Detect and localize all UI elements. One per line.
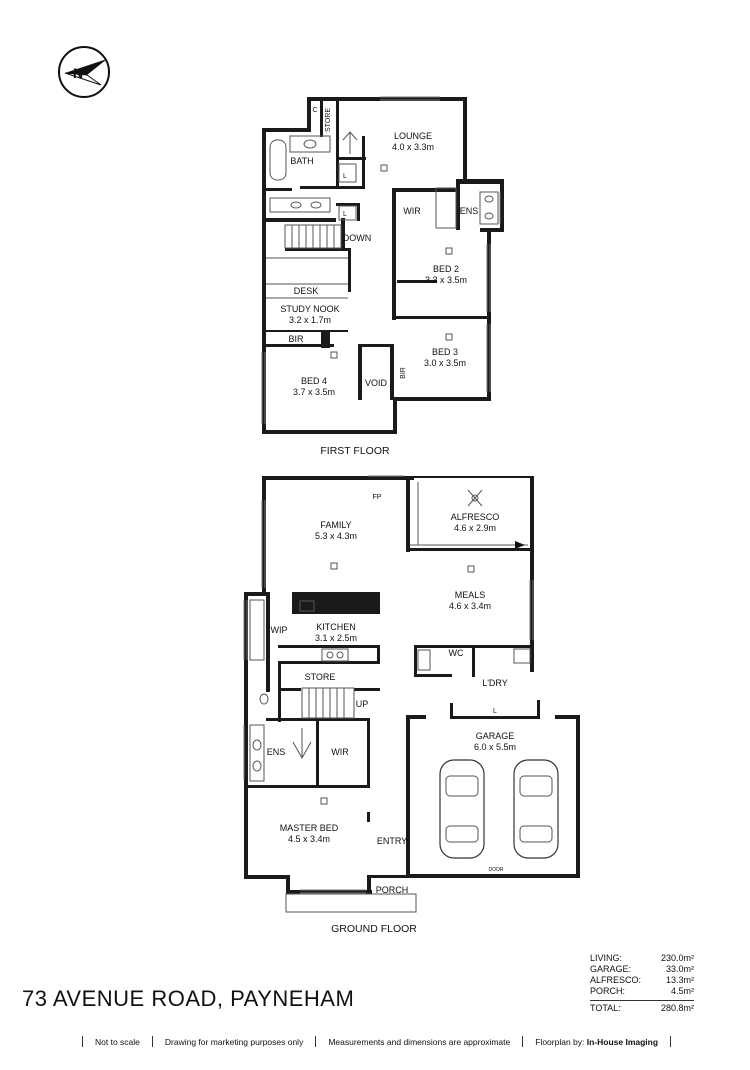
bir-bed4-label: BIR [288, 334, 304, 344]
ground-floor-windows [243, 475, 534, 913]
footer-divider [151, 1036, 153, 1047]
cupboard-label: C [312, 107, 317, 114]
desk-label: DESK [294, 286, 319, 296]
wir-ground-label: WIR [331, 747, 349, 757]
bed3-label: BED 3 [432, 347, 458, 357]
first-floor-fixtures [269, 131, 499, 229]
floorplan-by-label: Floorplan by: [535, 1036, 585, 1047]
north-compass-icon: N [58, 46, 110, 98]
family-dimensions: 5.3 x 4.3m [315, 531, 357, 541]
fireplace-label: FP [373, 494, 382, 501]
ens-first-label: ENS [460, 206, 479, 216]
lounge-label: LOUNGE [394, 131, 432, 141]
footer-divider [522, 1036, 524, 1047]
linen-label-top: L [343, 173, 347, 180]
garage-car-right-icon [513, 759, 559, 859]
first-floor-title: FIRST FLOOR [320, 445, 390, 457]
ens-ground-label: ENS [267, 747, 286, 757]
area-row-porch: PORCH:4.5m² [590, 986, 694, 996]
bed3-dimensions: 3.0 x 3.5m [424, 358, 466, 368]
company-name: In-House Imaging [586, 1036, 659, 1047]
up-label: UP [356, 699, 369, 709]
kitchen-label: KITCHEN [316, 622, 356, 632]
footer-divider [315, 1036, 317, 1047]
first-floor-stairs [266, 224, 348, 299]
bed2-label: BED 2 [433, 264, 459, 274]
meals-label: MEALS [455, 590, 486, 600]
down-label: DOWN [343, 233, 372, 243]
floorplan-credit: Floorplan by: In-House Imaging [523, 1037, 670, 1047]
first-floor-light-markers [330, 164, 453, 359]
area-schedule: LIVING:230.0m² GARAGE:33.0m² ALFRESCO:13… [590, 953, 694, 1014]
alfresco-label: ALFRESCO [451, 512, 500, 522]
first-floor-plan: LOUNGE 4.0 x 3.3m BATH STORE C L L WIR E… [261, 96, 504, 457]
wc-label: WC [449, 648, 464, 658]
area-row-living: LIVING:230.0m² [590, 953, 694, 963]
ground-floor-fixtures [249, 489, 531, 782]
porch-label: PORCH [376, 885, 409, 895]
alfresco-area [410, 482, 528, 549]
laundry-linen-label: L [493, 708, 497, 715]
store-first-label: STORE [325, 108, 332, 132]
bed4-dimensions: 3.7 x 3.5m [293, 387, 335, 397]
kitchen-dimensions: 3.1 x 2.5m [315, 633, 357, 643]
laundry-label: L'DRY [482, 678, 508, 688]
linen-label-bottom: L [343, 211, 347, 218]
garage-door-label: DOOR [489, 867, 504, 873]
area-row-garage: GARAGE:33.0m² [590, 964, 694, 974]
ground-floor-plan: FP FAMILY 5.3 x 4.3m ALFRESCO 4.6 x 2.9m… [243, 475, 580, 935]
alfresco-dimensions: 4.6 x 2.9m [454, 523, 496, 533]
master-bed-label: MASTER BED [280, 823, 339, 833]
property-address: 73 AVENUE ROAD, PAYNEHAM [22, 986, 355, 1011]
entry-label: ENTRY [377, 836, 407, 846]
master-bed-dimensions: 4.5 x 3.4m [288, 834, 330, 844]
study-dimensions: 3.2 x 1.7m [289, 315, 331, 325]
meals-dimensions: 4.6 x 3.4m [449, 601, 491, 611]
garage-label: GARAGE [476, 731, 515, 741]
wir-first-label: WIR [403, 206, 421, 216]
ground-floor-light-markers [320, 562, 475, 805]
marketing-note: Drawing for marketing purposes only [164, 1036, 304, 1047]
footer-divider [670, 1036, 672, 1047]
first-floor-windows [261, 96, 501, 424]
wip-label: WIP [271, 625, 288, 635]
area-row-alfresco: ALFRESCO:13.3m² [590, 975, 694, 985]
disclaimer-footer: Not to scale Drawing for marketing purpo… [82, 1036, 682, 1047]
store-ground-label: STORE [305, 672, 336, 682]
approximate-note: Measurements and dimensions are approxim… [328, 1036, 511, 1047]
garage-car-left-icon [439, 759, 485, 859]
area-row-total: TOTAL:280.8m² [590, 1000, 694, 1014]
bed4-label: BED 4 [301, 376, 327, 386]
ground-floor-title: GROUND FLOOR [331, 923, 417, 935]
garage-dimensions: 6.0 x 5.5m [474, 742, 516, 752]
bath-label: BATH [290, 156, 313, 166]
footer-divider [82, 1036, 83, 1047]
lounge-dimensions: 4.0 x 3.3m [392, 142, 434, 152]
ground-floor-stairs [301, 687, 355, 719]
study-label: STUDY NOOK [280, 304, 339, 314]
void-label: VOID [365, 378, 388, 388]
bir-bed3-label: BIR [400, 367, 407, 379]
not-to-scale-note: Not to scale [95, 1036, 140, 1047]
family-label: FAMILY [320, 520, 351, 530]
compass-letter: N [73, 65, 83, 81]
bed2-dimensions: 3.3 x 3.5m [425, 275, 467, 285]
